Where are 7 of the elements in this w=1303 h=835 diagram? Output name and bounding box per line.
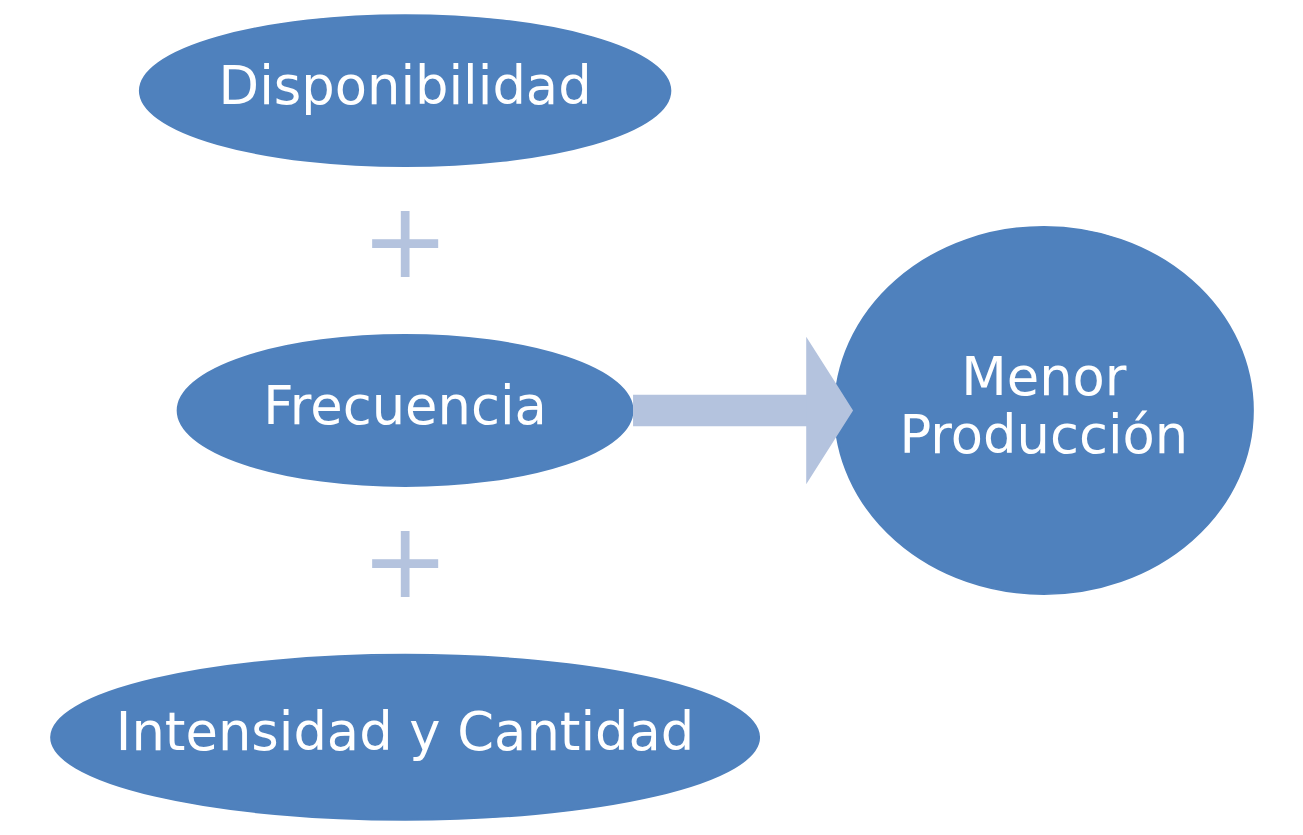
label: + [360, 498, 449, 622]
node-ellipse: Menor Producción [833, 225, 1254, 595]
label: + [360, 178, 449, 302]
node-ellipse: Disponibilidad [138, 14, 671, 168]
node-ellipse: Frecuencia [176, 334, 634, 487]
node-ellipse: Intensidad y Cantidad [49, 653, 760, 821]
arrow [632, 336, 853, 485]
